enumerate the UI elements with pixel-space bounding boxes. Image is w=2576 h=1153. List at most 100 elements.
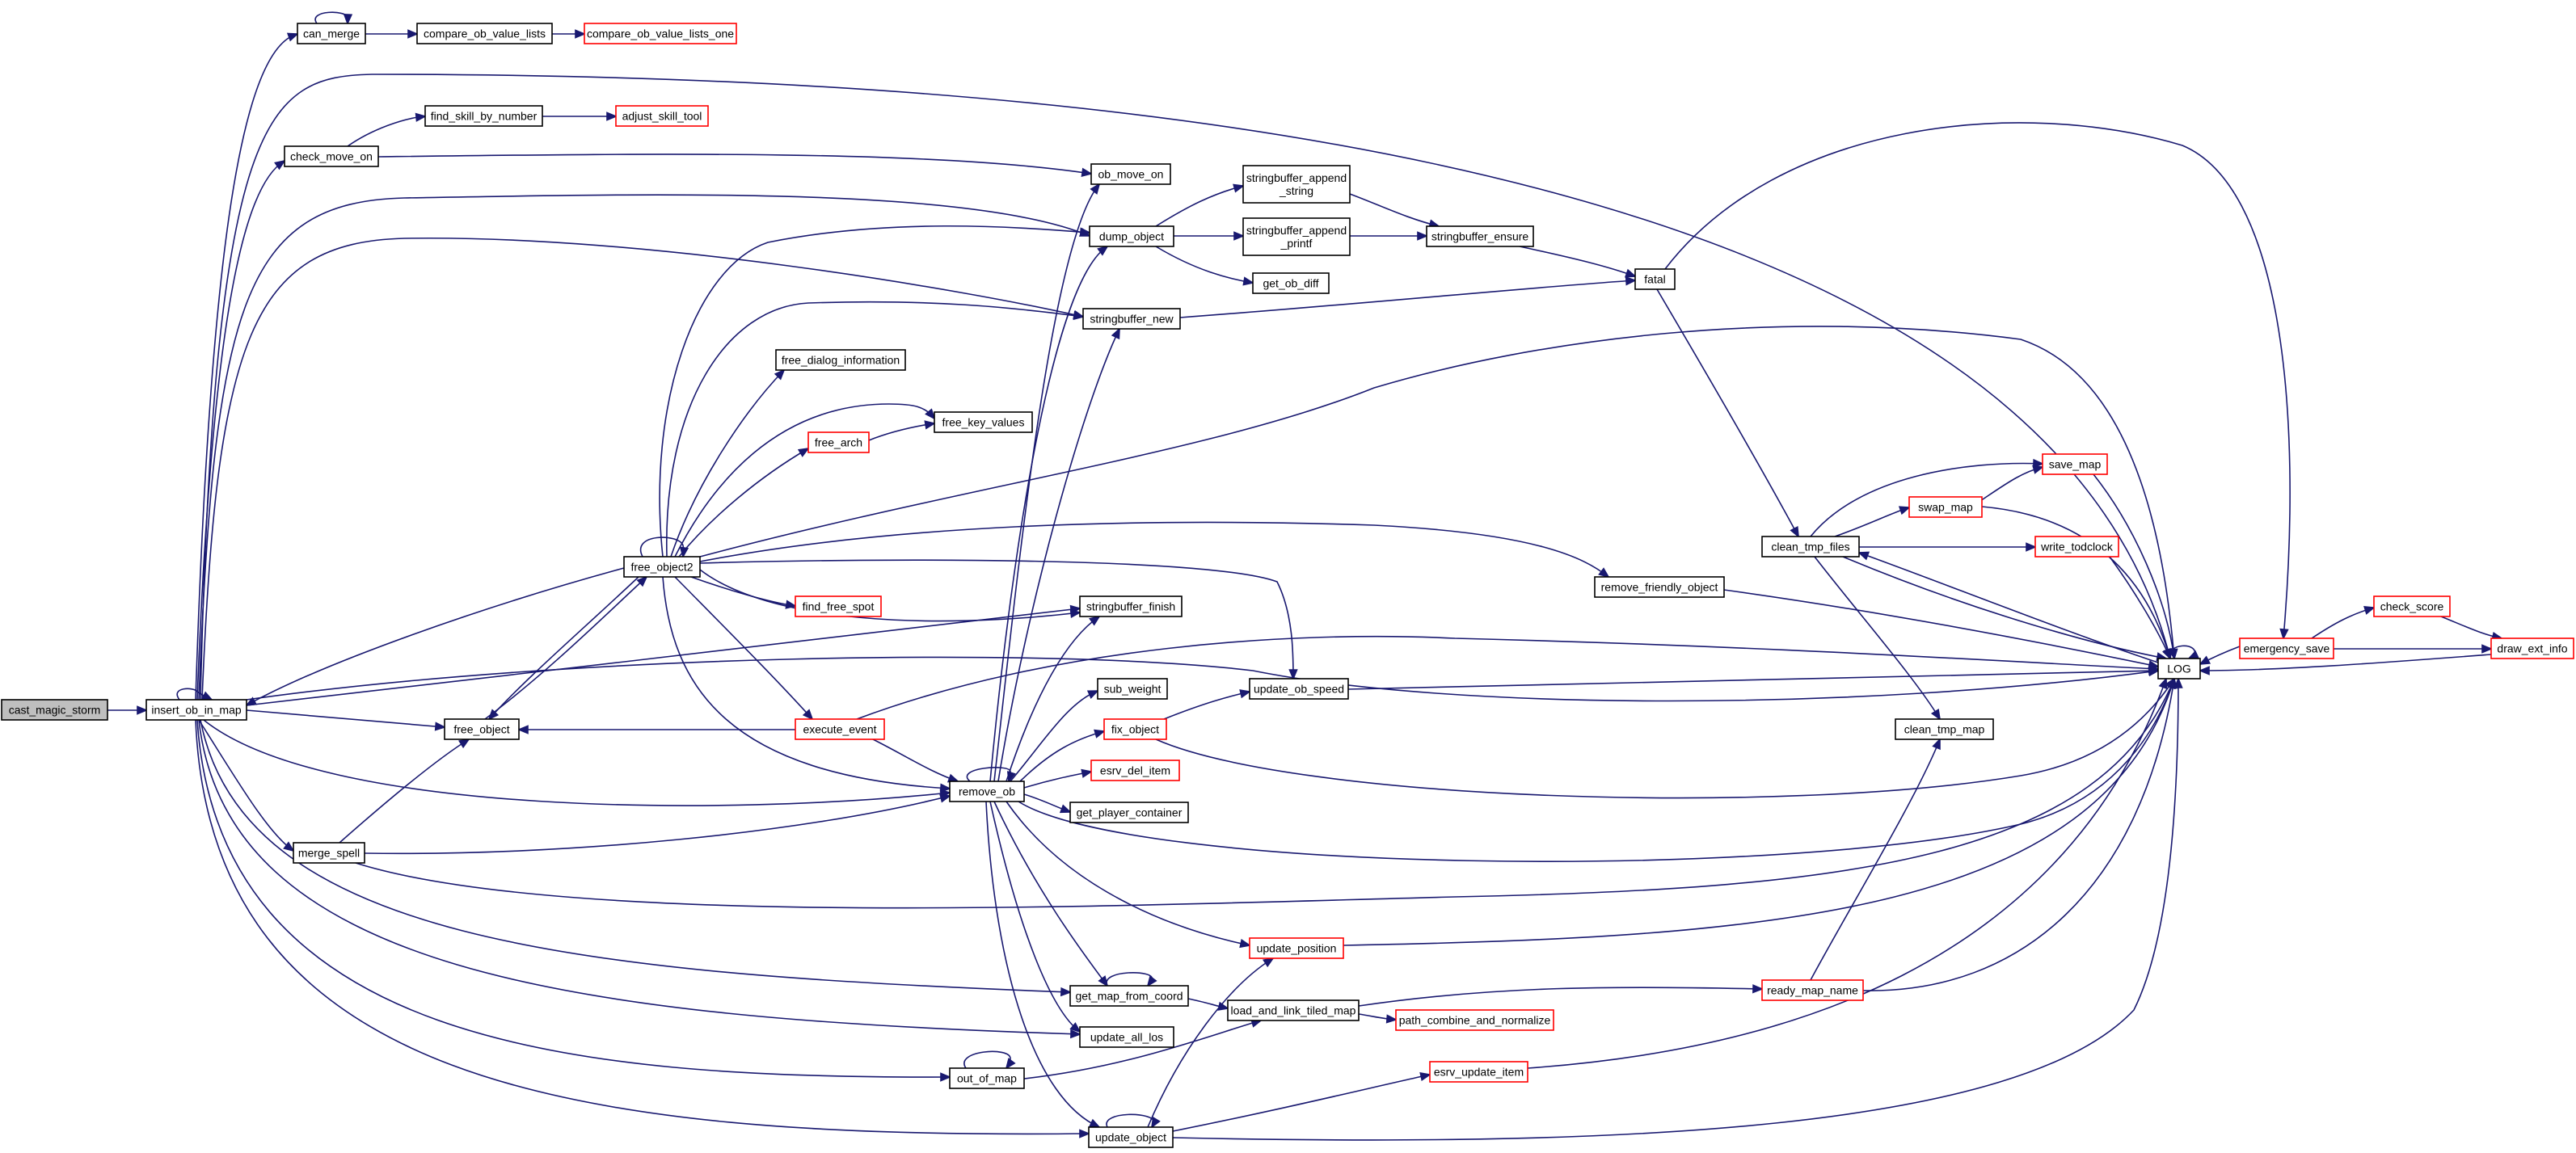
node-box[interactable] bbox=[949, 781, 1025, 802]
node-can-merge[interactable]: can_merge bbox=[297, 23, 366, 44]
node-box[interactable] bbox=[615, 105, 709, 127]
node-save-map[interactable]: save_map bbox=[2042, 453, 2108, 475]
node-swap-map[interactable]: swap_map bbox=[1908, 496, 1983, 518]
node-box[interactable] bbox=[1088, 1126, 1174, 1148]
node-LOG[interactable]: LOG bbox=[2157, 658, 2201, 680]
node-free-arch[interactable]: free_arch bbox=[807, 431, 870, 453]
node-update-object[interactable]: update_object bbox=[1088, 1126, 1174, 1148]
node-box[interactable] bbox=[1761, 979, 1864, 1001]
node-clean-tmp-files[interactable]: clean_tmp_files bbox=[1761, 536, 1860, 558]
node-sub-weight[interactable]: sub_weight bbox=[1097, 678, 1168, 700]
node-box[interactable] bbox=[1249, 678, 1349, 700]
node-remove-ob[interactable]: remove_ob bbox=[949, 781, 1025, 802]
node-update-ob-speed[interactable]: update_ob_speed bbox=[1249, 678, 1349, 700]
node-box[interactable] bbox=[795, 718, 885, 740]
node-box[interactable] bbox=[2239, 638, 2334, 659]
node-fatal[interactable]: fatal bbox=[1634, 268, 1676, 290]
node-box[interactable] bbox=[807, 431, 870, 453]
node-box[interactable] bbox=[2034, 536, 2119, 558]
node-box[interactable] bbox=[145, 699, 247, 721]
node-free-object[interactable]: free_object bbox=[444, 718, 520, 740]
node-find-free-spot[interactable]: find_free_spot bbox=[795, 595, 882, 617]
node-box[interactable] bbox=[949, 1067, 1025, 1089]
node-box[interactable] bbox=[2042, 453, 2108, 475]
node-box[interactable] bbox=[424, 105, 543, 127]
node-ready-map-name[interactable]: ready_map_name bbox=[1761, 979, 1864, 1001]
node-box[interactable] bbox=[1069, 802, 1189, 823]
node-box[interactable] bbox=[1252, 272, 1330, 294]
node-find-skill-by-number[interactable]: find_skill_by_number bbox=[424, 105, 543, 127]
node-box[interactable] bbox=[1634, 268, 1676, 290]
node-draw-ext-info[interactable]: draw_ext_info bbox=[2490, 638, 2574, 659]
node-get-player-container[interactable]: get_player_container bbox=[1069, 802, 1189, 823]
node-dump-object[interactable]: dump_object bbox=[1089, 225, 1174, 247]
node-box[interactable] bbox=[1069, 985, 1189, 1007]
node-free-object2[interactable]: free_object2 bbox=[623, 556, 701, 578]
node-ob-move-on[interactable]: ob_move_on bbox=[1090, 163, 1171, 185]
node-box[interactable] bbox=[1097, 678, 1168, 700]
node-get-map-from-coord[interactable]: get_map_from_coord bbox=[1069, 985, 1189, 1007]
node-box[interactable] bbox=[623, 556, 701, 578]
node-box[interactable] bbox=[795, 595, 882, 617]
node-box[interactable] bbox=[1227, 999, 1360, 1021]
node-stringbuffer-finish[interactable]: stringbuffer_finish bbox=[1079, 595, 1183, 617]
node-esrv-del-item[interactable]: esrv_del_item bbox=[1090, 760, 1180, 781]
node-check-move-on[interactable]: check_move_on bbox=[284, 145, 379, 167]
node-cast-magic-storm[interactable]: cast_magic_storm bbox=[1, 699, 108, 721]
node-box[interactable] bbox=[444, 718, 520, 740]
node-emergency-save[interactable]: emergency_save bbox=[2239, 638, 2334, 659]
node-box[interactable] bbox=[2373, 595, 2451, 617]
node-box[interactable] bbox=[1090, 760, 1180, 781]
node-box[interactable] bbox=[1103, 718, 1167, 740]
node-box[interactable] bbox=[1594, 576, 1725, 598]
node-remove-friendly-object[interactable]: remove_friendly_object bbox=[1594, 576, 1725, 598]
node-box[interactable] bbox=[2490, 638, 2574, 659]
node-box[interactable] bbox=[293, 842, 365, 864]
node-stringbuffer-append-printf[interactable]: stringbuffer_append_printf bbox=[1242, 217, 1351, 256]
node-box[interactable] bbox=[1079, 595, 1183, 617]
node-update-all-los[interactable]: update_all_los bbox=[1079, 1026, 1174, 1048]
node-box[interactable] bbox=[297, 23, 366, 44]
node-compare-ob-value-lists[interactable]: compare_ob_value_lists bbox=[416, 23, 553, 44]
node-update-position[interactable]: update_position bbox=[1249, 937, 1344, 959]
node-adjust-skill-tool[interactable]: adjust_skill_tool bbox=[615, 105, 709, 127]
node-free-key-values[interactable]: free_key_values bbox=[934, 411, 1033, 433]
node-fix-object[interactable]: fix_object bbox=[1103, 718, 1167, 740]
node-box[interactable] bbox=[2157, 658, 2201, 680]
node-box[interactable] bbox=[1089, 225, 1174, 247]
node-box[interactable] bbox=[1079, 1026, 1174, 1048]
node-box[interactable] bbox=[1242, 217, 1351, 256]
node-stringbuffer-append-string[interactable]: stringbuffer_append_string bbox=[1242, 165, 1351, 204]
node-stringbuffer-new[interactable]: stringbuffer_new bbox=[1082, 308, 1181, 330]
node-box[interactable] bbox=[1429, 1061, 1528, 1083]
node-box[interactable] bbox=[934, 411, 1033, 433]
node-execute-event[interactable]: execute_event bbox=[795, 718, 885, 740]
node-box[interactable] bbox=[1761, 536, 1860, 558]
node-box[interactable] bbox=[1, 699, 108, 721]
node-box[interactable] bbox=[775, 349, 906, 371]
node-box[interactable] bbox=[1908, 496, 1983, 518]
node-box[interactable] bbox=[1242, 165, 1351, 204]
node-esrv-update-item[interactable]: esrv_update_item bbox=[1429, 1061, 1528, 1083]
node-box[interactable] bbox=[584, 23, 737, 44]
node-load-and-link-tiled-map[interactable]: load_and_link_tiled_map bbox=[1227, 999, 1360, 1021]
node-box[interactable] bbox=[1249, 937, 1344, 959]
node-box[interactable] bbox=[1426, 225, 1534, 247]
node-box[interactable] bbox=[1082, 308, 1181, 330]
node-compare-ob-value-lists-one[interactable]: compare_ob_value_lists_one bbox=[584, 23, 737, 44]
node-get-ob-diff[interactable]: get_ob_diff bbox=[1252, 272, 1330, 294]
node-write-todclock[interactable]: write_todclock bbox=[2034, 536, 2119, 558]
node-check-score[interactable]: check_score bbox=[2373, 595, 2451, 617]
node-clean-tmp-map[interactable]: clean_tmp_map bbox=[1895, 718, 1994, 740]
node-box[interactable] bbox=[1090, 163, 1171, 185]
node-merge-spell[interactable]: merge_spell bbox=[293, 842, 365, 864]
node-free-dialog-information[interactable]: free_dialog_information bbox=[775, 349, 906, 371]
node-out-of-map[interactable]: out_of_map bbox=[949, 1067, 1025, 1089]
node-box[interactable] bbox=[1895, 718, 1994, 740]
node-box[interactable] bbox=[416, 23, 553, 44]
node-box[interactable] bbox=[1395, 1009, 1554, 1031]
node-path-combine-and-normalize[interactable]: path_combine_and_normalize bbox=[1395, 1009, 1554, 1031]
node-insert-ob-in-map[interactable]: insert_ob_in_map bbox=[145, 699, 247, 721]
node-stringbuffer-ensure[interactable]: stringbuffer_ensure bbox=[1426, 225, 1534, 247]
node-box[interactable] bbox=[284, 145, 379, 167]
